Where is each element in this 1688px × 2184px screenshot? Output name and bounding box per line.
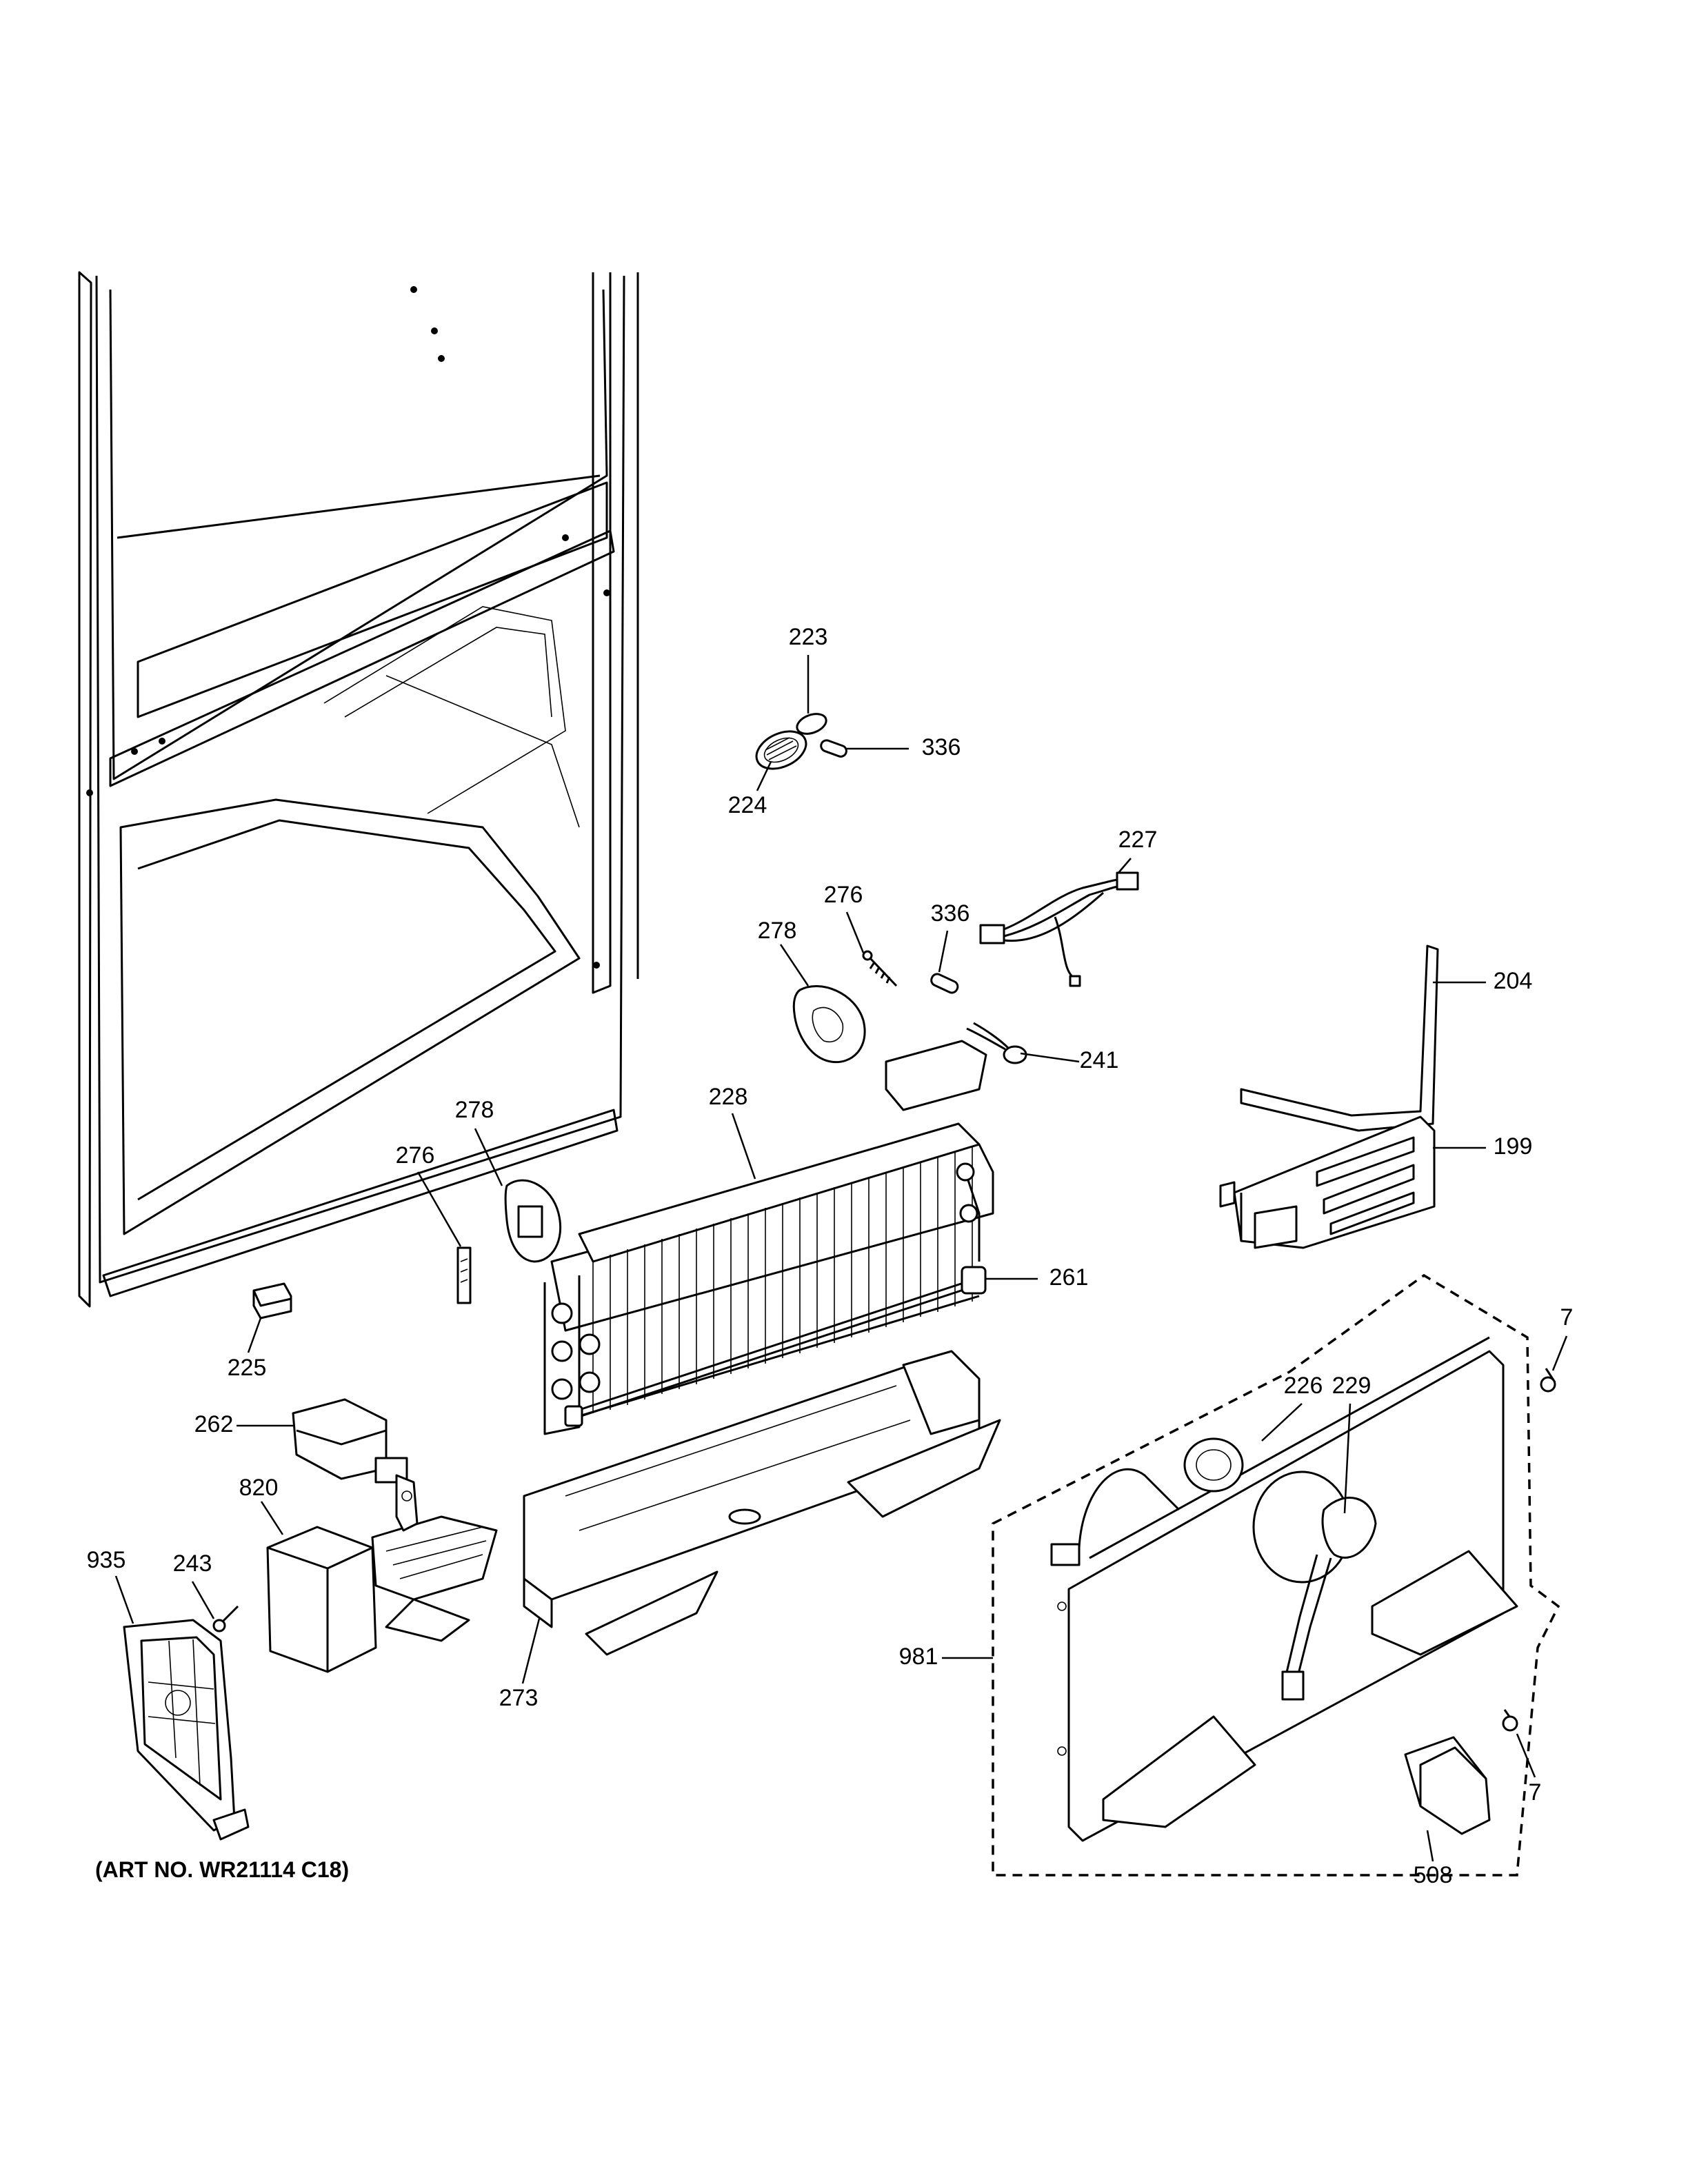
callout-243: 243 [173,1550,212,1577]
ice-maker-820 [266,1474,498,1673]
bracket-262 [292,1398,408,1484]
cover-508 [1404,1736,1491,1835]
tube-336b [930,973,959,994]
callout-225: 225 [228,1355,267,1381]
leader-lines [114,655,1568,1862]
callout-935: 935 [87,1547,126,1573]
callout-228: 228 [709,1084,748,1110]
assembly-boundary-981 [992,1273,1560,1877]
callout-226: 226 [1284,1373,1323,1399]
callout-508: 508 [1414,1862,1453,1888]
callout-227: 227 [1118,827,1158,853]
bracket-935 [123,1619,250,1841]
callout-204: 204 [1494,968,1533,994]
gasket-223 [796,713,827,735]
evaporator-228 [543,1040,994,1435]
thermistor-276a [862,950,898,987]
callout-276b: 276 [396,1142,435,1169]
sensor-cover-224 [755,730,807,770]
cover-199 [1219,1115,1436,1249]
callout-336b: 336 [931,900,970,927]
screw-7a [1540,1368,1556,1393]
wiring-981 [1050,1468,1180,1566]
callout-273: 273 [499,1685,539,1711]
tube-336a [820,739,847,758]
screw-243 [212,1605,239,1632]
duct-204 [1240,944,1439,1132]
callout-229: 229 [1332,1373,1372,1399]
screw-7b [1502,1709,1518,1732]
callout-820: 820 [239,1475,279,1501]
callout-981: 981 [899,1644,938,1670]
callout-278b: 278 [455,1097,494,1123]
fan-blade-229 [1252,1470,1377,1701]
grommet-278b [504,1179,562,1263]
thermistor-276b [456,1246,472,1304]
art-number: (ART NO. WR21114 C18) [95,1857,349,1882]
callout-labels: 223 224 336 227 276 336 278 204 241 199 … [87,624,1574,1888]
fan-motor-226 [1183,1437,1244,1493]
callout-261: 261 [1049,1264,1089,1291]
evaporator-cover-273 [523,1350,1001,1656]
callout-278a: 278 [758,918,797,944]
callout-336a: 336 [922,734,961,760]
callout-241: 241 [1080,1047,1119,1073]
grommet-278a [792,985,866,1064]
callout-7b: 7 [1529,1779,1542,1806]
callout-224: 224 [728,792,767,818]
callout-276a: 276 [824,882,863,908]
cabinet-liner [78,271,639,1308]
heater-261 [564,1266,987,1427]
fan-cover-981 [1057,1336,1518,1842]
switch-225 [252,1282,292,1320]
wire-harness-227 [979,871,1139,987]
callout-262: 262 [194,1411,234,1437]
fuse-241 [966,1022,1027,1064]
callout-7a: 7 [1560,1304,1574,1331]
callout-199: 199 [1494,1133,1533,1160]
callout-223: 223 [789,624,828,650]
